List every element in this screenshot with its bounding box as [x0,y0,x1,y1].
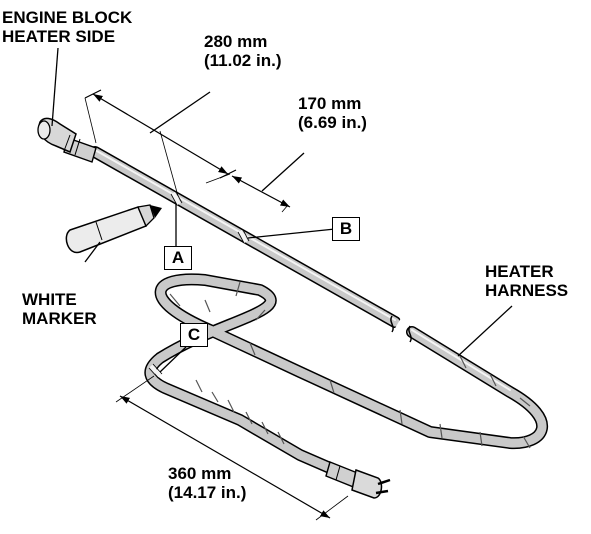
engine-block-label-line1: ENGINE BLOCK [2,8,133,27]
leader-lines [51,47,513,373]
white-marker-line1: WHITE [22,290,77,309]
white-marker-line2: MARKER [22,309,97,328]
dimension-170-mm: 170 mm [298,94,362,113]
dimension-360-mm: 360 mm [168,464,232,483]
heater-harness-line2: HARNESS [485,281,569,300]
dimension-360-in: (14.17 in.) [168,483,247,502]
callout-c: C [180,323,208,347]
dimension-280-in: (11.02 in.) [204,51,282,70]
dimension-360mm [115,375,349,521]
white-marker-pen [65,204,162,254]
engine-block-connector [37,117,97,163]
dimension-170-in: (6.69 in.) [298,113,367,132]
engine-block-label-line2: HEATER SIDE [2,27,116,46]
callout-a: A [164,246,192,270]
marker-band-b [237,229,250,244]
dimension-280mm [84,89,237,197]
harness-plug [325,461,391,499]
callout-b: B [332,217,360,241]
dimension-170mm [231,175,291,213]
cable-break-symbol [390,315,412,343]
white-marker-label: WHITE MARKER [22,290,97,328]
dimension-280-label: 280 mm (11.02 in.) [204,32,281,70]
dimension-170-label: 170 mm (6.69 in.) [298,94,367,132]
engine-block-heater-side-label: ENGINE BLOCK HEATER SIDE [2,8,132,46]
heater-harness-label: HEATER HARNESS [485,262,568,300]
heater-harness-line1: HEATER [485,262,554,281]
dimension-280-mm: 280 mm [204,32,268,51]
dimension-360-label: 360 mm (14.17 in.) [168,464,246,502]
